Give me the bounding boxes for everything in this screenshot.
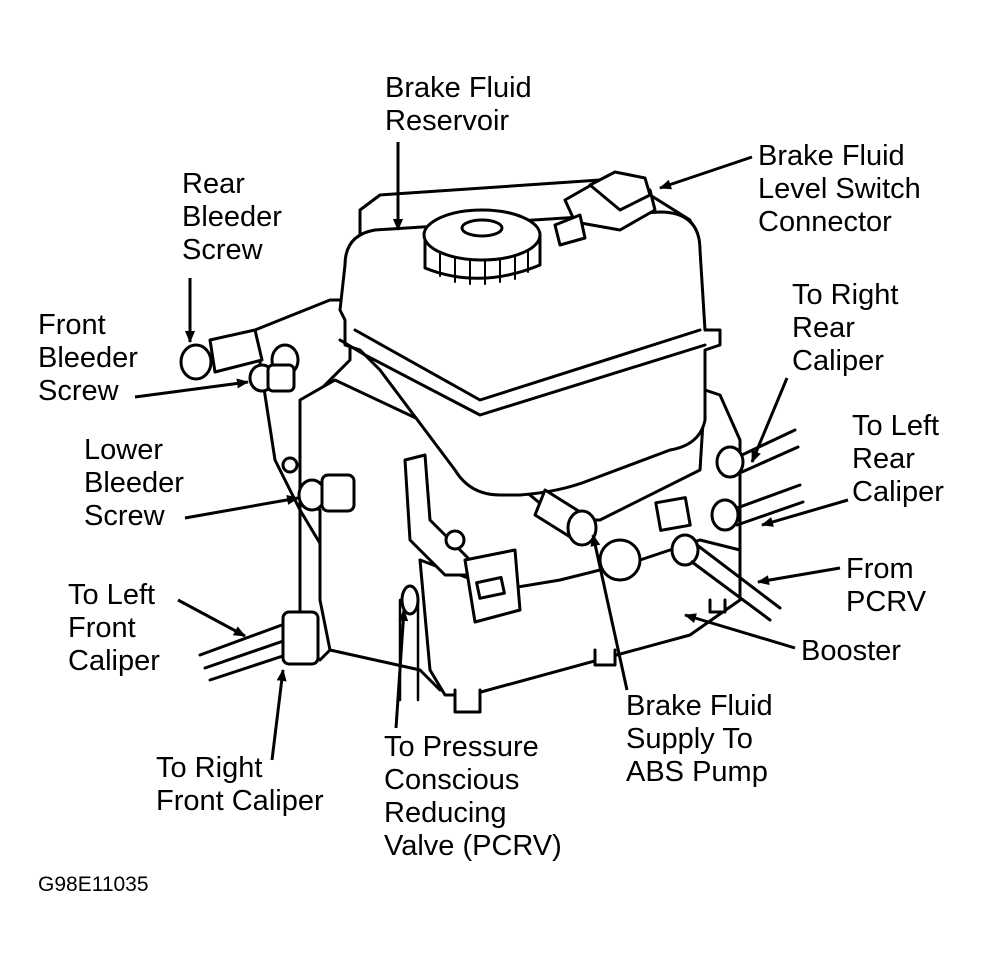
arrow-right-rear	[750, 377, 789, 463]
level-switch-connector-plug	[553, 213, 587, 247]
arrow-lower-bleeder	[184, 494, 299, 520]
abs-supply-fitting	[566, 509, 598, 547]
label-booster: Booster	[801, 635, 901, 667]
abs-pump-port	[598, 538, 642, 582]
arrow-abs-supply	[590, 534, 629, 691]
label-right-front-caliper: To Right Front Caliper	[156, 752, 324, 817]
arrow-right-front	[270, 669, 287, 761]
level-switch-connector-top	[588, 170, 652, 212]
reservoir-seam	[338, 338, 707, 417]
label-abs-pump-supply: Brake Fluid Supply To ABS Pump	[626, 690, 773, 788]
label-left-rear-caliper: To Left Rear Caliper	[852, 410, 944, 508]
rear-bleeder-fitting	[208, 328, 264, 374]
bracket-bolt	[444, 529, 466, 551]
bracket-slot	[475, 575, 506, 600]
reservoir-cap-center	[460, 218, 504, 238]
pcrv-return-fitting	[670, 533, 700, 567]
mount-stub-2	[593, 648, 617, 667]
mount-stub-1	[453, 688, 482, 714]
reservoir-seam-2	[353, 328, 702, 402]
label-rear-bleeder-screw: Rear Bleeder Screw	[182, 168, 282, 266]
figure-code: G98E11035	[38, 873, 149, 896]
front-bleeder-nut	[266, 363, 296, 393]
arrow-left-rear	[761, 498, 849, 527]
rear-bleeder-cap	[179, 343, 213, 381]
mount-hole	[281, 456, 299, 474]
label-lower-bleeder-screw: Lower Bleeder Screw	[84, 434, 184, 532]
reservoir-body	[338, 210, 722, 497]
label-front-bleeder-screw: Front Bleeder Screw	[38, 309, 138, 407]
arrow-pcrv	[394, 609, 409, 729]
right-rear-fitting	[715, 445, 745, 479]
arrow-level-switch	[659, 155, 753, 190]
arrow-from-pcrv	[757, 566, 841, 586]
label-level-switch-connector: Brake Fluid Level Switch Connector	[758, 140, 921, 238]
label-from-pcrv: From PCRV	[846, 553, 927, 618]
arrow-booster	[684, 613, 796, 650]
label-right-rear-caliper: To Right Rear Caliper	[792, 279, 899, 377]
arrow-left-front	[177, 598, 246, 638]
label-brake-fluid-reservoir: Brake Fluid Reservoir	[385, 72, 532, 137]
mount-stub-3	[708, 598, 727, 614]
right-connector-block	[654, 496, 692, 532]
pcrv-port	[400, 584, 420, 616]
left-rear-fitting	[710, 498, 740, 532]
label-pcrv-valve: To Pressure Conscious Reducing Valve (PC…	[384, 731, 562, 862]
arrow-front-bleeder	[134, 378, 249, 399]
housing-lower-block	[418, 538, 742, 697]
label-left-front-caliper: To Left Front Caliper	[68, 579, 160, 677]
lower-bleeder-nut	[320, 473, 356, 513]
